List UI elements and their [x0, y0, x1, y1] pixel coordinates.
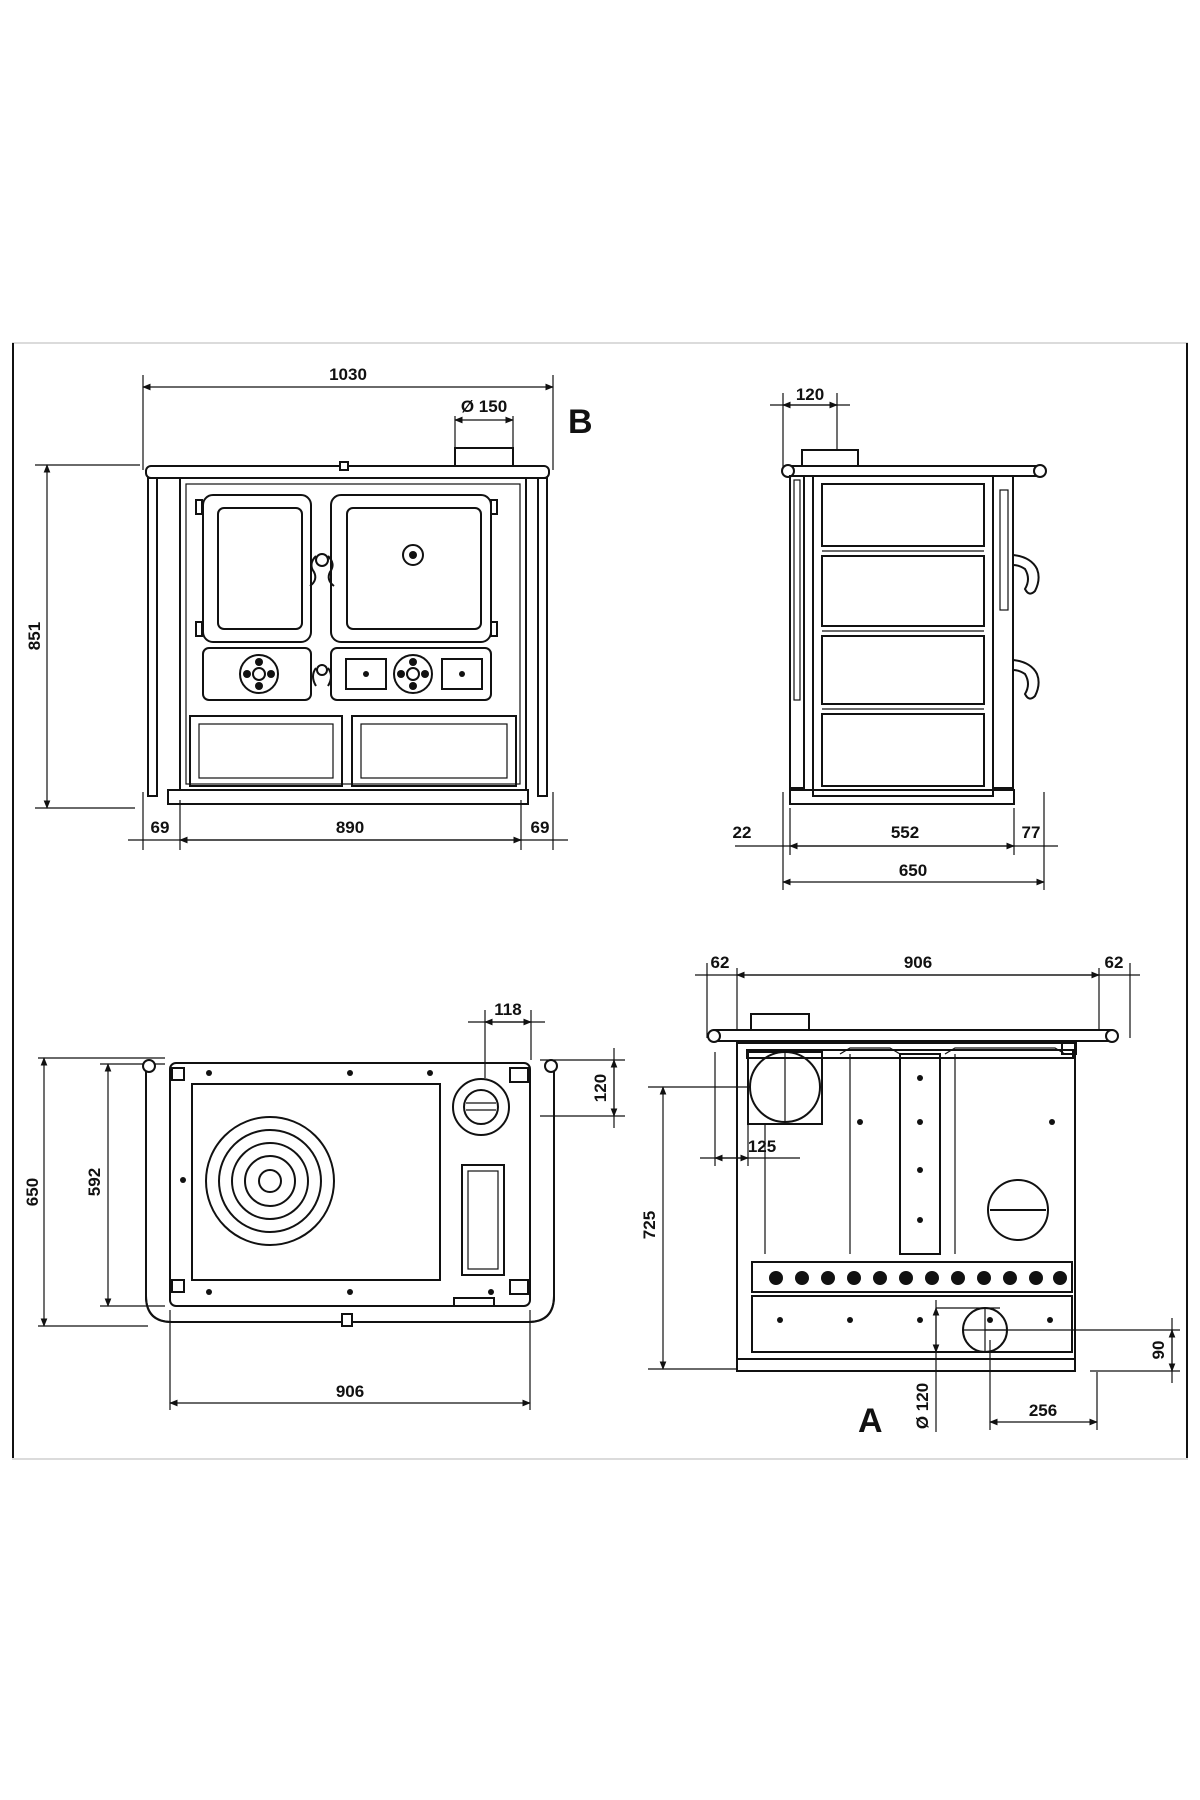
front-right-offset-label: 69	[531, 818, 550, 837]
front-firebox-door	[202, 494, 312, 643]
side-door-handle-lower	[1012, 659, 1040, 700]
side-view: 120 22 552 77 650	[733, 385, 1058, 890]
rear-vent-strip	[751, 1261, 1073, 1293]
top-hotplate-rings	[205, 1116, 335, 1246]
rear-width-label: 906	[904, 953, 932, 972]
oven-thermometer	[402, 544, 424, 566]
front-air-regulator-left	[239, 654, 279, 694]
top-depth-total-label: 650	[23, 1178, 42, 1206]
side-total-depth-label: 650	[899, 861, 927, 880]
rear-hob-plate	[710, 1029, 1116, 1042]
front-left-offset-label: 69	[151, 818, 170, 837]
top-flue-outlet	[452, 1078, 510, 1136]
front-plinth	[167, 789, 529, 805]
side-back-gap-label: 22	[733, 823, 752, 842]
rear-air-inlet-diameter-label: Ø 120	[913, 1383, 932, 1429]
rear-left-offset-label: 62	[711, 953, 730, 972]
side-front-projection-label: 77	[1022, 823, 1041, 842]
front-air-regulator-right	[393, 654, 433, 694]
rear-right-offset-label: 62	[1105, 953, 1124, 972]
rear-air-inlet-offset-label: 256	[1029, 1401, 1057, 1420]
front-flue-diameter-label: Ø 150	[461, 397, 507, 416]
rear-outlet-height-label: 725	[640, 1211, 659, 1239]
front-inner-width-label: 890	[336, 818, 364, 837]
top-depth-inner-label: 592	[85, 1168, 104, 1196]
front-view-label: B	[568, 403, 593, 441]
front-height-label: 851	[25, 622, 44, 650]
side-plinth	[789, 789, 1015, 805]
side-flue-offset-label: 120	[796, 385, 824, 404]
side-hob-plate	[785, 465, 1045, 477]
rear-view: 62 906 62 A	[640, 953, 1180, 1440]
top-flue-offset-y-label: 120	[591, 1074, 610, 1102]
rear-air-inlet-height-label: 90	[1149, 1341, 1168, 1360]
top-hob-plate	[169, 1062, 531, 1307]
front-drawer-left	[189, 715, 343, 787]
rear-inspection-cover	[987, 1179, 1049, 1241]
front-drawer-right	[351, 715, 517, 787]
rear-back-panel	[736, 1042, 1076, 1360]
side-body-depth-label: 552	[891, 823, 919, 842]
front-view: 1030 Ø 150 B 851	[25, 365, 593, 850]
front-oven-door	[330, 494, 492, 643]
top-fire-grate-lid	[461, 1164, 505, 1276]
front-width-total-label: 1030	[329, 365, 367, 384]
top-flue-offset-x-label: 118	[494, 1000, 521, 1019]
top-width-label: 906	[336, 1382, 364, 1401]
rear-view-label: A	[858, 1402, 883, 1440]
rear-flue-offset-label: 125	[748, 1137, 776, 1156]
rear-vent-holes	[769, 1271, 1067, 1285]
top-cooking-plate	[191, 1083, 441, 1281]
side-door-handle-upper	[1012, 554, 1040, 595]
top-view: 118 120 650 592	[23, 1000, 625, 1410]
front-door-handle	[309, 555, 335, 587]
rear-plinth	[736, 1358, 1076, 1372]
